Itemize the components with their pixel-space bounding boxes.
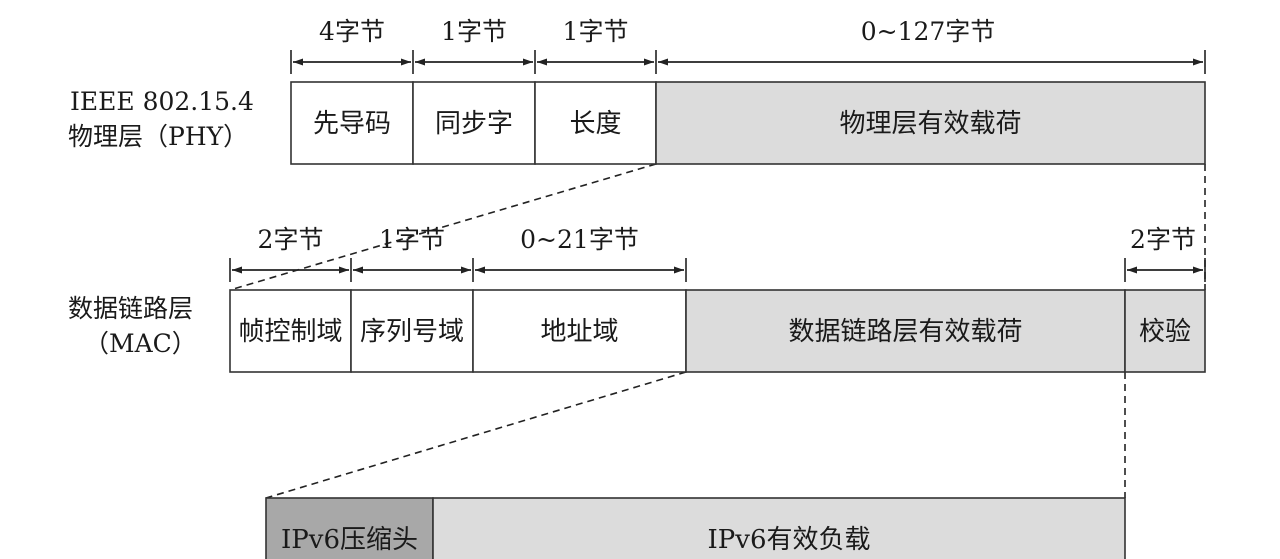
phy-field-preamble-box [290, 81, 414, 165]
mac-field-address-box [472, 289, 687, 373]
mac-field-sequence: 序列号域 [350, 289, 474, 373]
phy-field-sync-label: 同步字 [435, 109, 513, 139]
phy-dimensions: 4字节 1字节 1字节 0~127字节 [290, 17, 1206, 74]
phy-field-length: 长度 [534, 81, 657, 165]
mac-label-line2: （MAC） [84, 329, 197, 358]
mac-field-sequence-label: 序列号域 [360, 317, 464, 347]
ipv6-field-header: IPv6压缩头 [265, 497, 434, 559]
mac-field-payload-box [685, 289, 1126, 373]
phy-field-preamble-label: 先导码 [313, 109, 391, 139]
mac-size-checksum: 2字节 [1130, 225, 1196, 254]
phy-label-line2: 物理层（PHY） [68, 122, 248, 151]
mac-field-frame-control-label: 帧控制域 [238, 317, 342, 347]
mac-field-checksum: 校验 [1124, 289, 1206, 373]
phy-size-payload: 0~127字节 [861, 17, 996, 46]
mac-field-checksum-box [1124, 289, 1206, 373]
phy-field-payload-box [655, 81, 1206, 165]
mac-field-frame-control-box [229, 289, 352, 373]
ipv6-field-header-label: IPv6压缩头 [281, 525, 418, 555]
phy-size-preamble: 4字节 [319, 17, 385, 46]
mac-dimensions: 2字节 1字节 0~21字节 2字节 [229, 225, 1206, 282]
ipv6-field-payload-box [432, 497, 1126, 559]
mac-row: 帧控制域 序列号域 地址域 数据链路层有效载荷 校验 [229, 289, 1206, 373]
phy-field-length-label: 长度 [569, 109, 621, 139]
phy-field-sync: 同步字 [412, 81, 536, 165]
ipv6-field-payload-label: IPv6有效负载 [708, 525, 871, 555]
ipv6-row: IPv6压缩头 IPv6有效负载 [265, 497, 1126, 559]
mac-field-frame-control: 帧控制域 [229, 289, 352, 373]
mac-label-line1: 数据链路层 [68, 294, 193, 323]
ipv6-field-payload: IPv6有效负载 [432, 497, 1126, 559]
mac-field-address-label: 地址域 [540, 317, 618, 347]
phy-size-sync: 1字节 [441, 17, 507, 46]
phy-size-length: 1字节 [563, 17, 629, 46]
ipv6-field-header-box [265, 497, 434, 559]
phy-field-payload-label: 物理层有效载荷 [839, 109, 1021, 139]
mac-field-sequence-box [350, 289, 474, 373]
mac-size-sequence: 1字节 [379, 225, 445, 254]
phy-label-line1: IEEE 802.15.4 [70, 87, 254, 116]
mac-field-payload-label: 数据链路层有效载荷 [788, 317, 1022, 347]
phy-field-sync-box [412, 81, 536, 165]
mac-field-checksum-label: 校验 [1139, 317, 1191, 347]
mac-size-address: 0~21字节 [520, 225, 639, 254]
phy-field-preamble: 先导码 [290, 81, 414, 165]
projection-line-mac-left [265, 371, 687, 499]
mac-field-address: 地址域 [472, 289, 687, 373]
mac-field-payload: 数据链路层有效载荷 [685, 289, 1126, 373]
phy-row: 先导码 同步字 长度 物理层有效载荷 [290, 81, 1206, 165]
projection-line-phy-left [229, 163, 657, 291]
mac-size-frame-control: 2字节 [258, 225, 324, 254]
phy-field-payload: 物理层有效载荷 [655, 81, 1206, 165]
